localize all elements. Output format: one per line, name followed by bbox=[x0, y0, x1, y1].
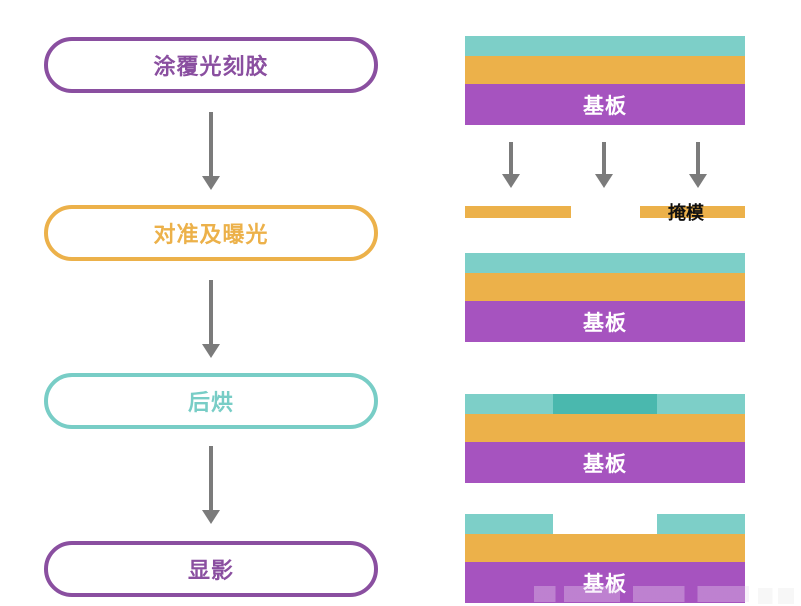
step-label: 显影 bbox=[187, 559, 234, 584]
substrate-label: 基板 bbox=[583, 310, 627, 335]
step-label: 后烘 bbox=[187, 391, 234, 416]
substrate-layer: 基板 bbox=[465, 84, 745, 125]
mask-right bbox=[640, 206, 745, 218]
step-develop: 显影 bbox=[44, 541, 378, 597]
light-arrow-middle bbox=[595, 142, 613, 188]
flow-arrow-2 bbox=[202, 280, 220, 358]
light-arrow-right bbox=[689, 142, 707, 188]
step-label: 对准及曝光 bbox=[153, 223, 269, 248]
photoresist-layer bbox=[465, 36, 745, 56]
film-layer bbox=[465, 534, 745, 562]
mask-left bbox=[465, 206, 571, 218]
step-coat-photoresist: 涂覆光刻胶 bbox=[44, 37, 378, 93]
film-layer bbox=[465, 56, 745, 84]
mask-label: 掩模 bbox=[668, 203, 704, 224]
substrate-layer: 基板 bbox=[465, 301, 745, 342]
light-arrow-left bbox=[502, 142, 520, 188]
flow-arrow-3 bbox=[202, 446, 220, 524]
film-layer bbox=[465, 414, 745, 442]
film-layer bbox=[465, 273, 745, 301]
exposed-photoresist-region bbox=[553, 394, 657, 414]
flow-arrow-1 bbox=[202, 112, 220, 190]
step-post-bake: 后烘 bbox=[44, 373, 378, 429]
step-align-expose: 对准及曝光 bbox=[44, 205, 378, 261]
photoresist-right-segment bbox=[657, 514, 745, 534]
step-label: 涂覆光刻胶 bbox=[153, 55, 269, 80]
photoresist-left-segment bbox=[465, 514, 553, 534]
watermark-logo bbox=[534, 586, 749, 602]
substrate-label: 基板 bbox=[583, 93, 627, 118]
substrate-label: 基板 bbox=[583, 451, 627, 476]
watermark-logo bbox=[758, 588, 794, 604]
substrate-layer: 基板 bbox=[465, 442, 745, 483]
substrate-label: 基板 bbox=[583, 571, 627, 596]
photoresist-layer bbox=[465, 253, 745, 273]
substrate-layer: 基板 bbox=[465, 562, 745, 603]
